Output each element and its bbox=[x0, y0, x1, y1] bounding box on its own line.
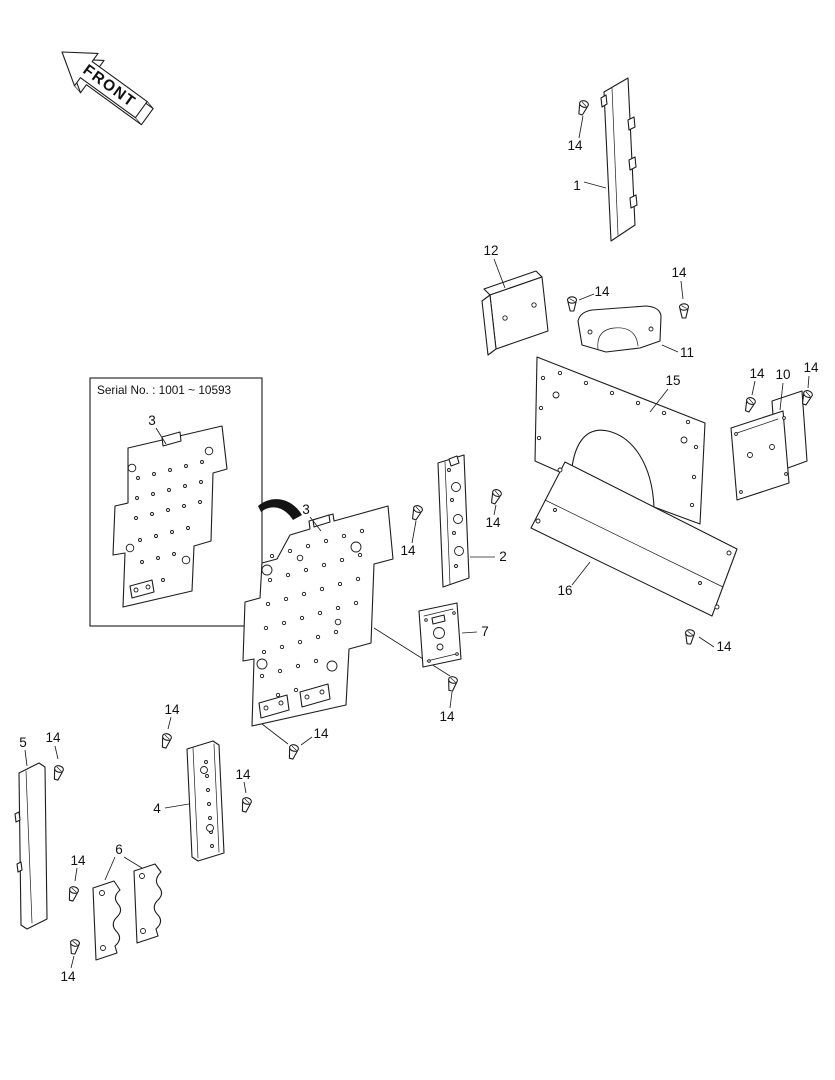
part-5-strip: 5 14 bbox=[14, 730, 65, 930]
screw-icon bbox=[409, 503, 424, 522]
part-10-plate: 14 10 14 bbox=[730, 360, 819, 501]
callout-part-6: 6 bbox=[115, 842, 123, 857]
callout-part-4: 4 bbox=[153, 801, 161, 816]
callout-screw-14: 14 bbox=[400, 543, 416, 558]
callout-screw-14: 14 bbox=[235, 767, 251, 782]
callout-part-16: 16 bbox=[557, 583, 572, 598]
callout-screw-14: 14 bbox=[70, 853, 86, 868]
replacement-arrow bbox=[258, 499, 302, 520]
part-12-bracket: 12 bbox=[481, 243, 549, 356]
part-7-plate: 7 14 bbox=[418, 602, 489, 724]
callout-part-7: 7 bbox=[481, 624, 489, 639]
callout-screw-14: 14 bbox=[716, 639, 732, 654]
part-15-panel: 15 bbox=[534, 356, 706, 525]
callout-screw-14: 14 bbox=[439, 709, 455, 724]
callout-screw-14: 14 bbox=[803, 360, 819, 375]
callout-part-3-inset: 3 bbox=[148, 413, 156, 428]
screw-icon bbox=[683, 628, 696, 645]
part-16-panel: 16 14 bbox=[530, 461, 738, 654]
screw-icon bbox=[51, 764, 65, 782]
part-6-clamps: 6 14 14 bbox=[60, 842, 163, 984]
callout-screw-14: 14 bbox=[45, 730, 61, 745]
callout-part-10: 10 bbox=[775, 367, 790, 382]
screw-icon bbox=[678, 303, 690, 319]
part-4-rail: 4 bbox=[153, 740, 225, 862]
screw-icon bbox=[159, 732, 173, 750]
screw-icon bbox=[286, 743, 300, 761]
front-direction-arrow: FRONT bbox=[61, 51, 154, 126]
callout-screw-14: 14 bbox=[671, 265, 687, 280]
callout-part-3: 3 bbox=[302, 502, 310, 517]
screw-icon bbox=[742, 395, 757, 414]
serial-note: Serial No. : 1001 ~ 10593 bbox=[97, 383, 232, 397]
part-1-panel: 1 14 bbox=[567, 77, 638, 242]
part-11-bracket: 11 bbox=[577, 305, 694, 360]
callout-part-12: 12 bbox=[483, 243, 498, 258]
screw-icon bbox=[239, 796, 253, 814]
callout-screw-14: 14 bbox=[60, 969, 76, 984]
callout-part-5: 5 bbox=[19, 735, 27, 750]
screw-icon bbox=[488, 487, 503, 506]
screw-icon bbox=[575, 99, 590, 117]
callout-part-2: 2 bbox=[499, 549, 507, 564]
screw-icon bbox=[445, 675, 459, 693]
callout-screw-14: 14 bbox=[485, 515, 501, 530]
callout-screw-14: 14 bbox=[749, 366, 765, 381]
part-3-plate: 3 bbox=[242, 502, 451, 745]
hole-pattern bbox=[256, 528, 365, 698]
screw-icon bbox=[66, 885, 80, 903]
callout-part-1: 1 bbox=[573, 178, 581, 193]
screws-below-part-3: 14 14 14 bbox=[159, 702, 329, 814]
callout-screw-14: 14 bbox=[164, 702, 180, 717]
hole-pattern bbox=[125, 446, 214, 586]
serial-inset-box: Serial No. : 1001 ~ 10593 3 bbox=[89, 377, 263, 627]
callout-screw-14: 14 bbox=[594, 284, 610, 299]
part-3-plate-inset: 3 bbox=[112, 413, 228, 608]
callout-screw-14: 14 bbox=[313, 726, 329, 741]
callout-screw-14: 14 bbox=[567, 138, 583, 153]
screw-icon bbox=[68, 938, 81, 956]
screw-icon bbox=[566, 296, 578, 312]
callout-part-15: 15 bbox=[665, 373, 680, 388]
screws-12-11: 14 14 bbox=[566, 265, 690, 319]
rivet-holes bbox=[536, 370, 699, 508]
part-2-bracket: 2 14 14 bbox=[400, 454, 507, 588]
callout-part-11: 11 bbox=[680, 345, 694, 360]
